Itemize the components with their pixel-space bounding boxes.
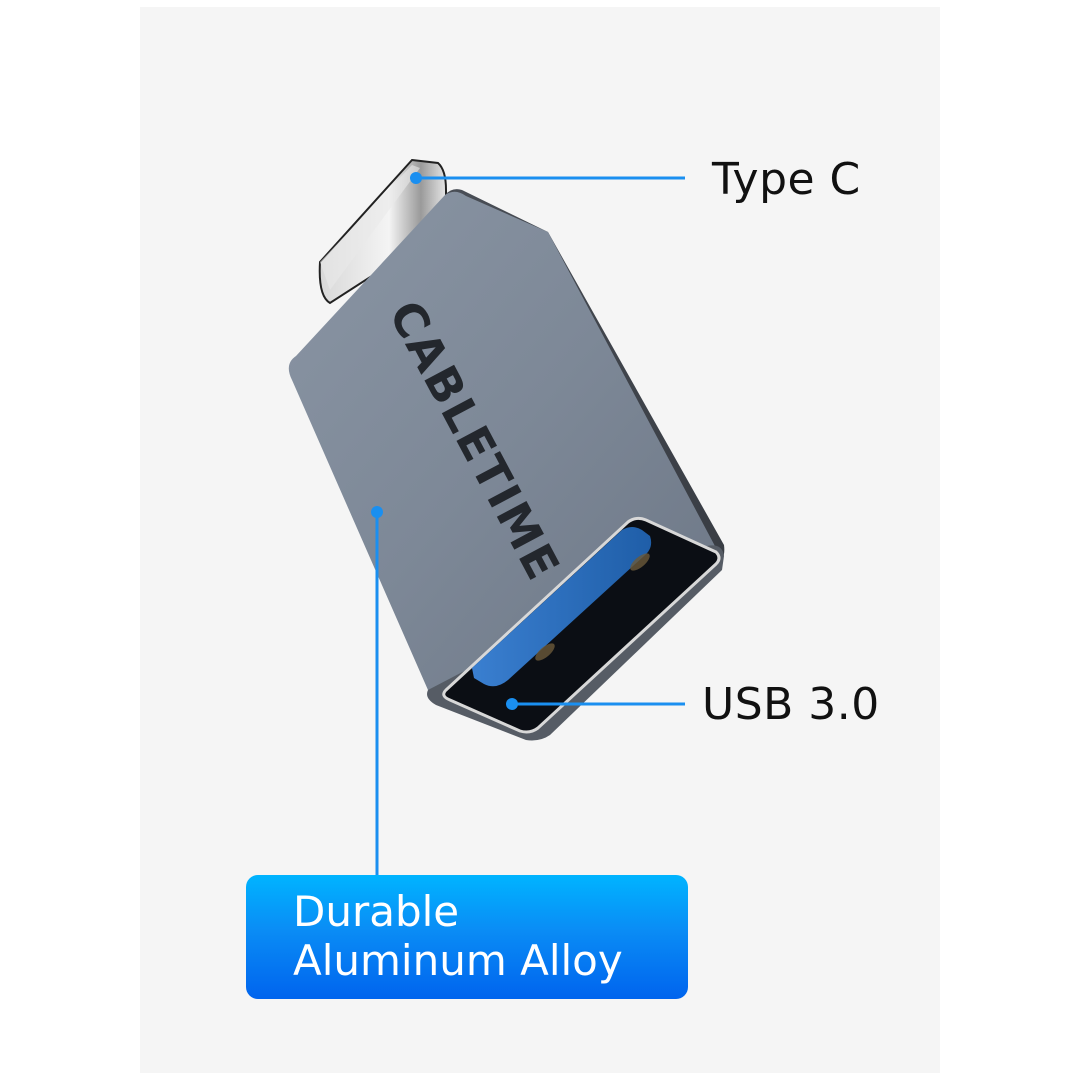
- leader-type-c: [410, 172, 685, 184]
- usb-a-port: [442, 516, 721, 734]
- material-feature-box: Durable Aluminum Alloy: [246, 875, 688, 999]
- leader-material: [371, 506, 383, 876]
- material-line-2: Aluminum Alloy: [293, 936, 623, 985]
- material-line-1: Durable: [293, 887, 460, 936]
- type-c-label: Type C: [712, 154, 861, 205]
- adapter-body: [288, 189, 725, 741]
- usb-3-label: USB 3.0: [702, 679, 880, 730]
- leader-usb: [506, 698, 685, 710]
